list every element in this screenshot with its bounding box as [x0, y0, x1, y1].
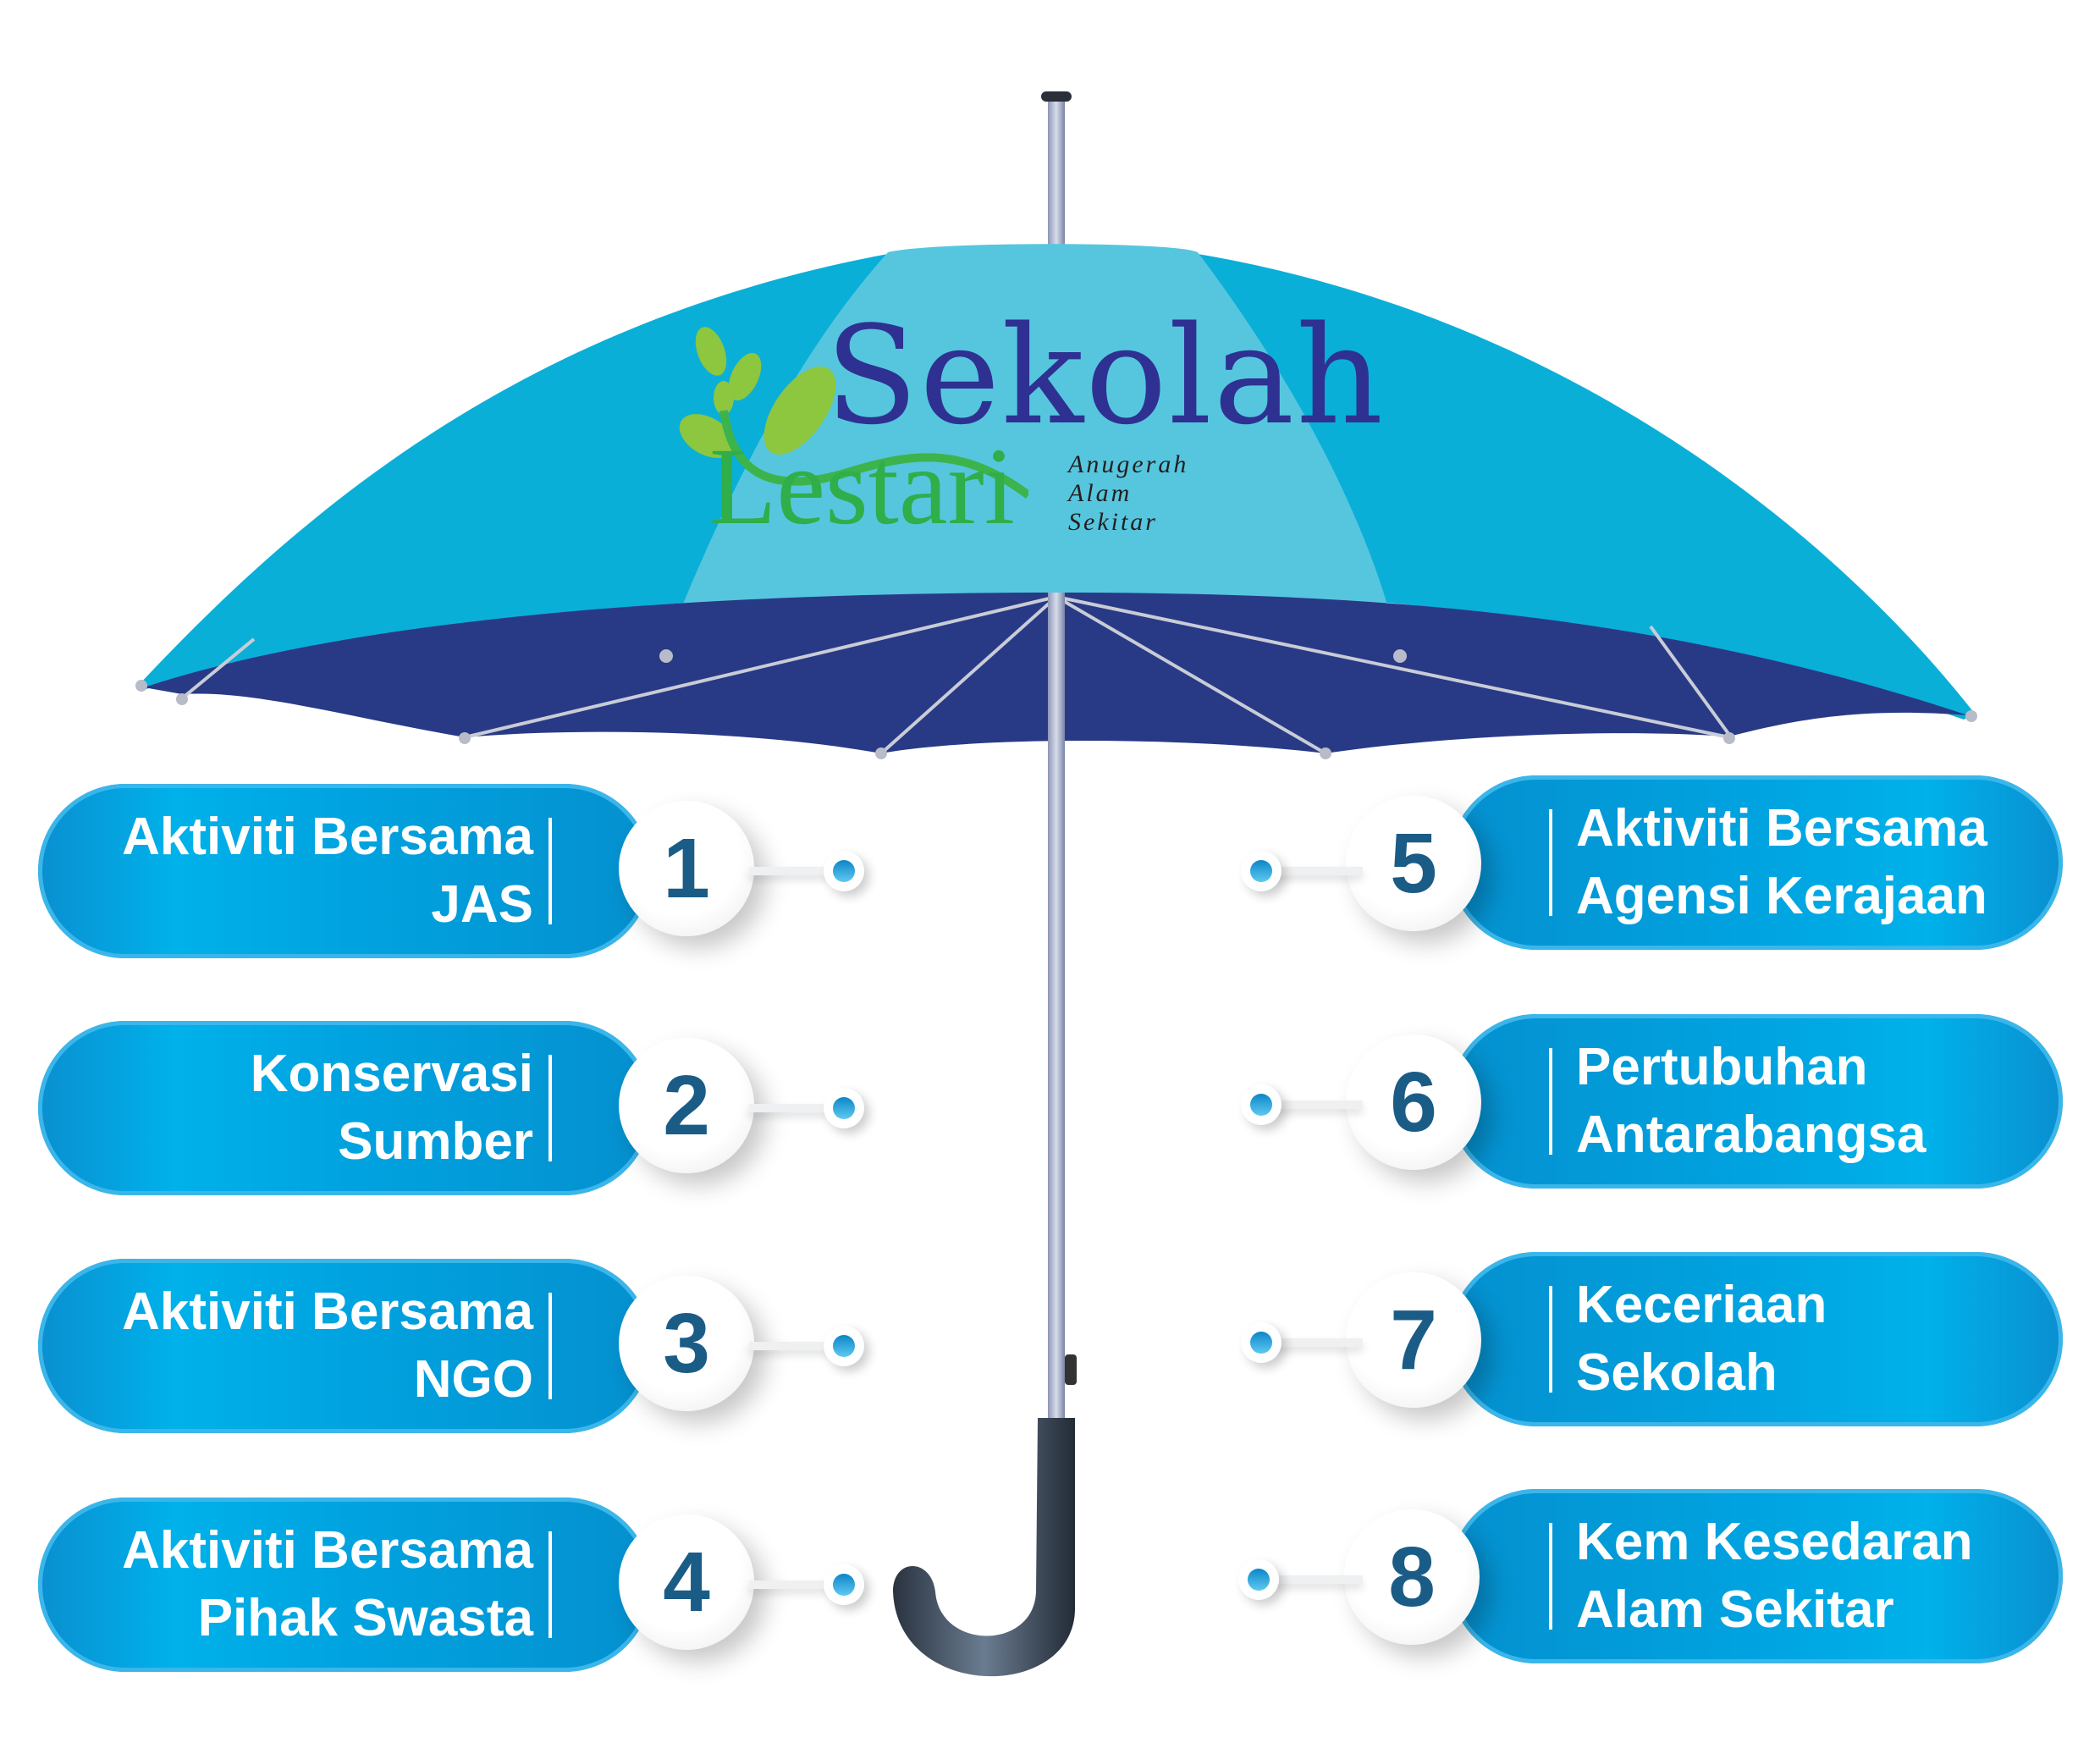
- item-number-badge: 4: [619, 1514, 754, 1650]
- connector: [1270, 1338, 1363, 1347]
- item-number-badge: 2: [619, 1038, 754, 1173]
- item-number-badge: 6: [1346, 1034, 1481, 1170]
- item-label-line1: Aktiviti Bersama: [122, 1521, 533, 1580]
- connector: [749, 1580, 842, 1589]
- item-label-line1: Konservasi: [250, 1045, 533, 1103]
- item-label-line2: JAS: [431, 875, 533, 934]
- connector-dot: [824, 1088, 864, 1128]
- umbrella-handle: [893, 1418, 1075, 1677]
- item-label-line2: NGO: [413, 1350, 533, 1409]
- connector-dot: [1241, 1084, 1281, 1125]
- item-label-line2: Antarabangsa: [1576, 1106, 1926, 1164]
- item-number-badge: 7: [1346, 1272, 1481, 1408]
- item-number-badge: 1: [619, 801, 754, 936]
- connector-dot: [1238, 1559, 1279, 1600]
- shaft-top: [1048, 95, 1065, 264]
- connector-dot: [824, 851, 864, 891]
- logo-title: Sekolah: [825, 296, 1386, 455]
- item-label-line1: Kem Kesedaran: [1576, 1513, 1973, 1571]
- logo-subtitle: Lestari: [709, 426, 1015, 548]
- divider: [1549, 1286, 1552, 1393]
- connector: [1270, 1575, 1363, 1584]
- connector: [749, 1104, 842, 1112]
- connector-dot: [824, 1564, 864, 1605]
- leaf-icon: [679, 327, 1028, 499]
- item-label-line1: Keceriaan: [1576, 1276, 1827, 1334]
- item-label-line2: Pihak Swasta: [197, 1589, 533, 1647]
- divider: [548, 1531, 552, 1638]
- umbrella-ribs: [180, 595, 1731, 755]
- item-label-line1: Aktiviti Bersama: [122, 808, 533, 866]
- divider: [1549, 1048, 1552, 1155]
- connector: [1270, 867, 1363, 875]
- item-number-badge: 8: [1344, 1509, 1480, 1645]
- item-label-line2: Sumber: [338, 1112, 533, 1171]
- item-label-line2: Agensi Kerajaan: [1576, 867, 1987, 925]
- connector: [1270, 1100, 1363, 1109]
- divider: [548, 818, 552, 924]
- umbrella-shaft: [1048, 593, 1065, 1422]
- item-label-line1: Aktiviti Bersama: [1576, 799, 1987, 858]
- item-label-line2: Sekolah: [1576, 1343, 1778, 1402]
- connector: [749, 1342, 842, 1350]
- divider: [548, 1293, 552, 1399]
- item-label-line1: Aktiviti Bersama: [122, 1282, 533, 1341]
- divider: [1549, 1523, 1552, 1630]
- item-label-line2: Alam Sekitar: [1576, 1580, 1894, 1639]
- connector: [749, 867, 842, 875]
- item-label-line1: Pertubuhan: [1576, 1038, 1868, 1096]
- logo-tagline: Anugerah Alam Sekitar: [1068, 450, 1189, 536]
- item-number-badge: 3: [619, 1276, 754, 1411]
- connector-dot: [1241, 1322, 1281, 1363]
- canopy-panel: [666, 244, 1400, 652]
- item-number-badge: 5: [1346, 796, 1481, 931]
- connector-dot: [1241, 851, 1281, 891]
- connector-dot: [824, 1326, 864, 1366]
- divider: [1549, 809, 1552, 916]
- divider: [548, 1055, 552, 1161]
